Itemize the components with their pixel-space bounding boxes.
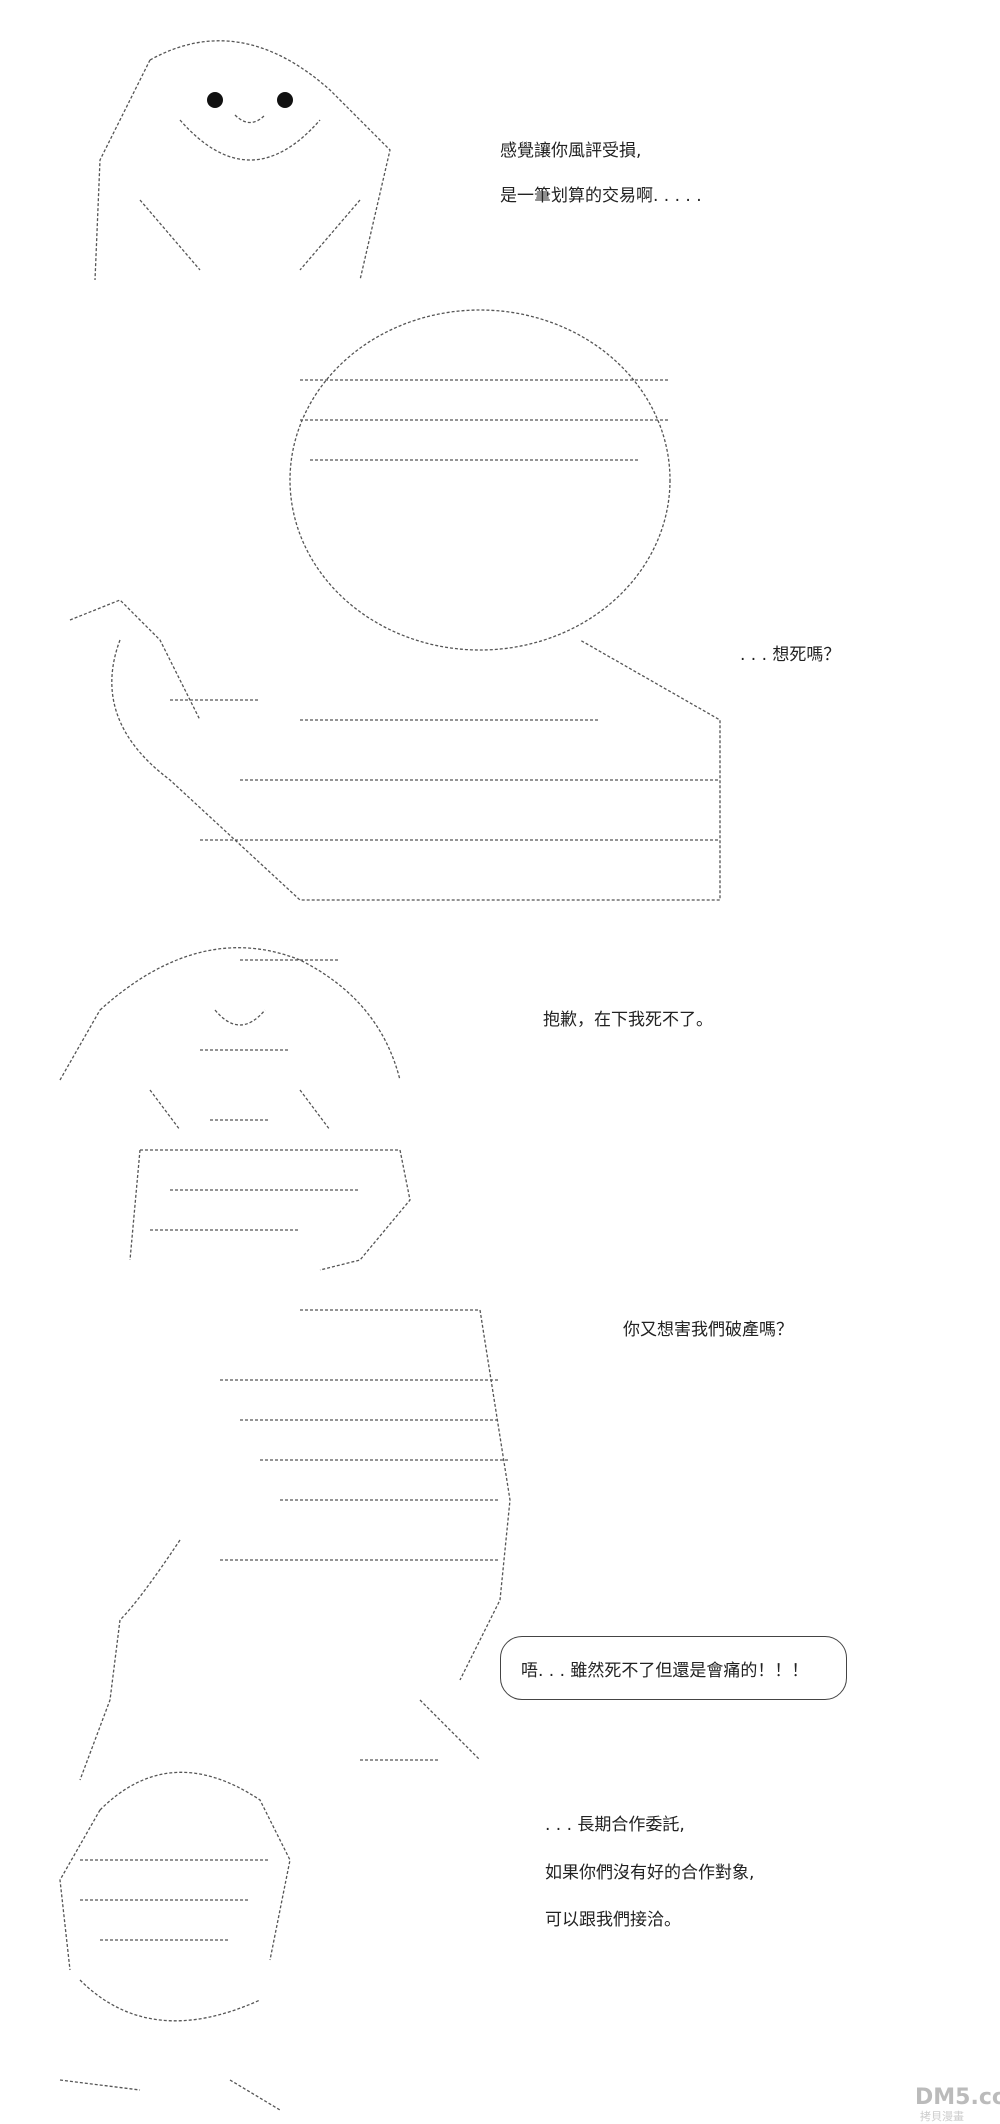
dialogue-line: 是一筆划算的交易啊. . . . .	[500, 186, 702, 206]
dialogue-line: 抱歉，在下我死不了。	[543, 1010, 713, 1030]
dialogue-line: 如果你們沒有好的合作對象,	[545, 1863, 755, 1883]
watermark-subtitle: 拷貝漫畫	[920, 2110, 964, 2123]
bubble-text: 唔. . . 雖然死不了但還是會痛的！！！	[521, 1661, 809, 1681]
figure-5-character	[59, 1771, 291, 2111]
dialogue-line: . . . 想死嗎？	[740, 645, 841, 665]
dialogue-line: 你又想害我們破產嗎？	[623, 1320, 793, 1340]
figure-3-character	[59, 947, 401, 1131]
figure-1-character	[94, 40, 391, 281]
dialogue-line: . . . 長期合作委託,	[545, 1815, 685, 1835]
speech-bubble: 唔. . . 雖然死不了但還是會痛的！！！	[500, 1636, 847, 1700]
watermark-logo: DM5.com	[915, 2085, 1000, 2110]
dialogue-line: 可以跟我們接洽。	[545, 1910, 681, 1930]
dialogue-line: 感覺讓你風評受損,	[500, 141, 642, 161]
figure-2-character	[69, 309, 721, 901]
figure-4-character	[79, 1149, 511, 1781]
